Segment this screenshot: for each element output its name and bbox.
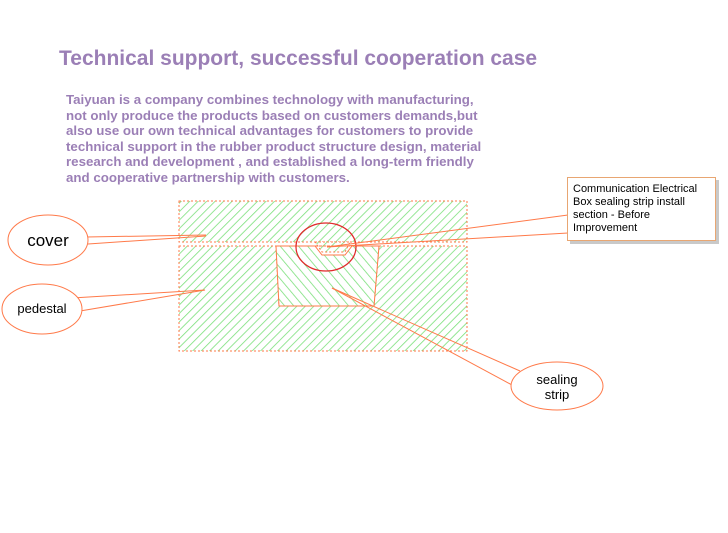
pedestal-label: pedestal [17, 301, 67, 316]
callout-line: section - Before [573, 209, 651, 221]
sealing-strip-label-line: sealing [536, 372, 578, 387]
cover-plate [178, 200, 468, 243]
callout-box: Communication Electrical Box sealing str… [567, 177, 716, 241]
callout-line: Box sealing strip install [573, 196, 685, 208]
page-title: Technical support, successful cooperatio… [59, 47, 538, 70]
pedestal-bubble [1, 283, 83, 335]
sealing-strip-label-line: strip [544, 387, 570, 402]
callout-line: Improvement [573, 222, 638, 234]
callout-line: Communication Electrical [573, 183, 698, 195]
sealing-strip-label: sealing strip [511, 372, 603, 402]
intro-line: also use our own technical advantages fo… [66, 123, 474, 138]
intro-line: research and development , and establish… [66, 154, 474, 169]
sealing-strip-bubble [510, 361, 604, 411]
cover-label: cover [27, 231, 69, 250]
intro-line: Taiyuan is a company combines technology… [66, 92, 474, 107]
highlight-circle [295, 222, 357, 272]
intro-paragraph: Taiyuan is a company combines technology… [66, 92, 546, 185]
intro-line: not only produce the products based on c… [66, 107, 478, 123]
intro-line: technical support in the rubber product … [66, 138, 482, 154]
cover-bubble [7, 214, 89, 266]
leader-lines [71, 214, 569, 386]
intro-line: and cooperative partnership with custome… [66, 169, 350, 185]
sealing-strip-shape [275, 245, 380, 307]
